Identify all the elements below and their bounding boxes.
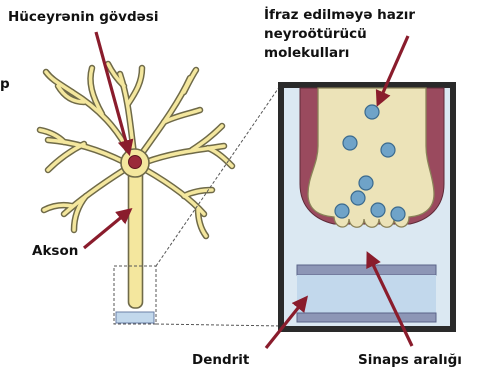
vesicle: [381, 143, 395, 157]
postsynaptic-dendrite: [297, 275, 436, 313]
vesicle: [343, 136, 357, 150]
postsynaptic-plate-top: [297, 265, 436, 275]
vesicle: [359, 176, 373, 190]
edge-fragment-label: p: [0, 76, 10, 93]
axon-shaft: [129, 168, 143, 308]
cell-body-label: Hüceyrənin gövdəsi: [8, 9, 158, 26]
postsynaptic-plate-bottom: [297, 313, 436, 322]
vesicle-label-line3: molekulları: [264, 45, 349, 62]
vesicle: [335, 204, 349, 218]
dendrite-label: Dendrit: [192, 352, 249, 369]
zoom-guide-bottom: [156, 324, 282, 326]
synaptic-cleft-label: Sinaps aralığı: [358, 352, 462, 369]
vesicle-label-line1: İfraz edilməyə hazır: [264, 7, 415, 24]
synapse-panel: [278, 82, 456, 332]
vesicle: [351, 191, 365, 205]
vesicle: [391, 207, 405, 221]
vesicle: [365, 105, 379, 119]
vesicle-label-line2: neyroötürücü: [264, 26, 367, 43]
axon-label: Akson: [32, 243, 78, 260]
axon-arrow: [84, 210, 130, 248]
neuron: [40, 64, 232, 323]
nucleus: [129, 156, 142, 169]
target-dendrite-small: [116, 312, 154, 323]
vesicle: [371, 203, 385, 217]
